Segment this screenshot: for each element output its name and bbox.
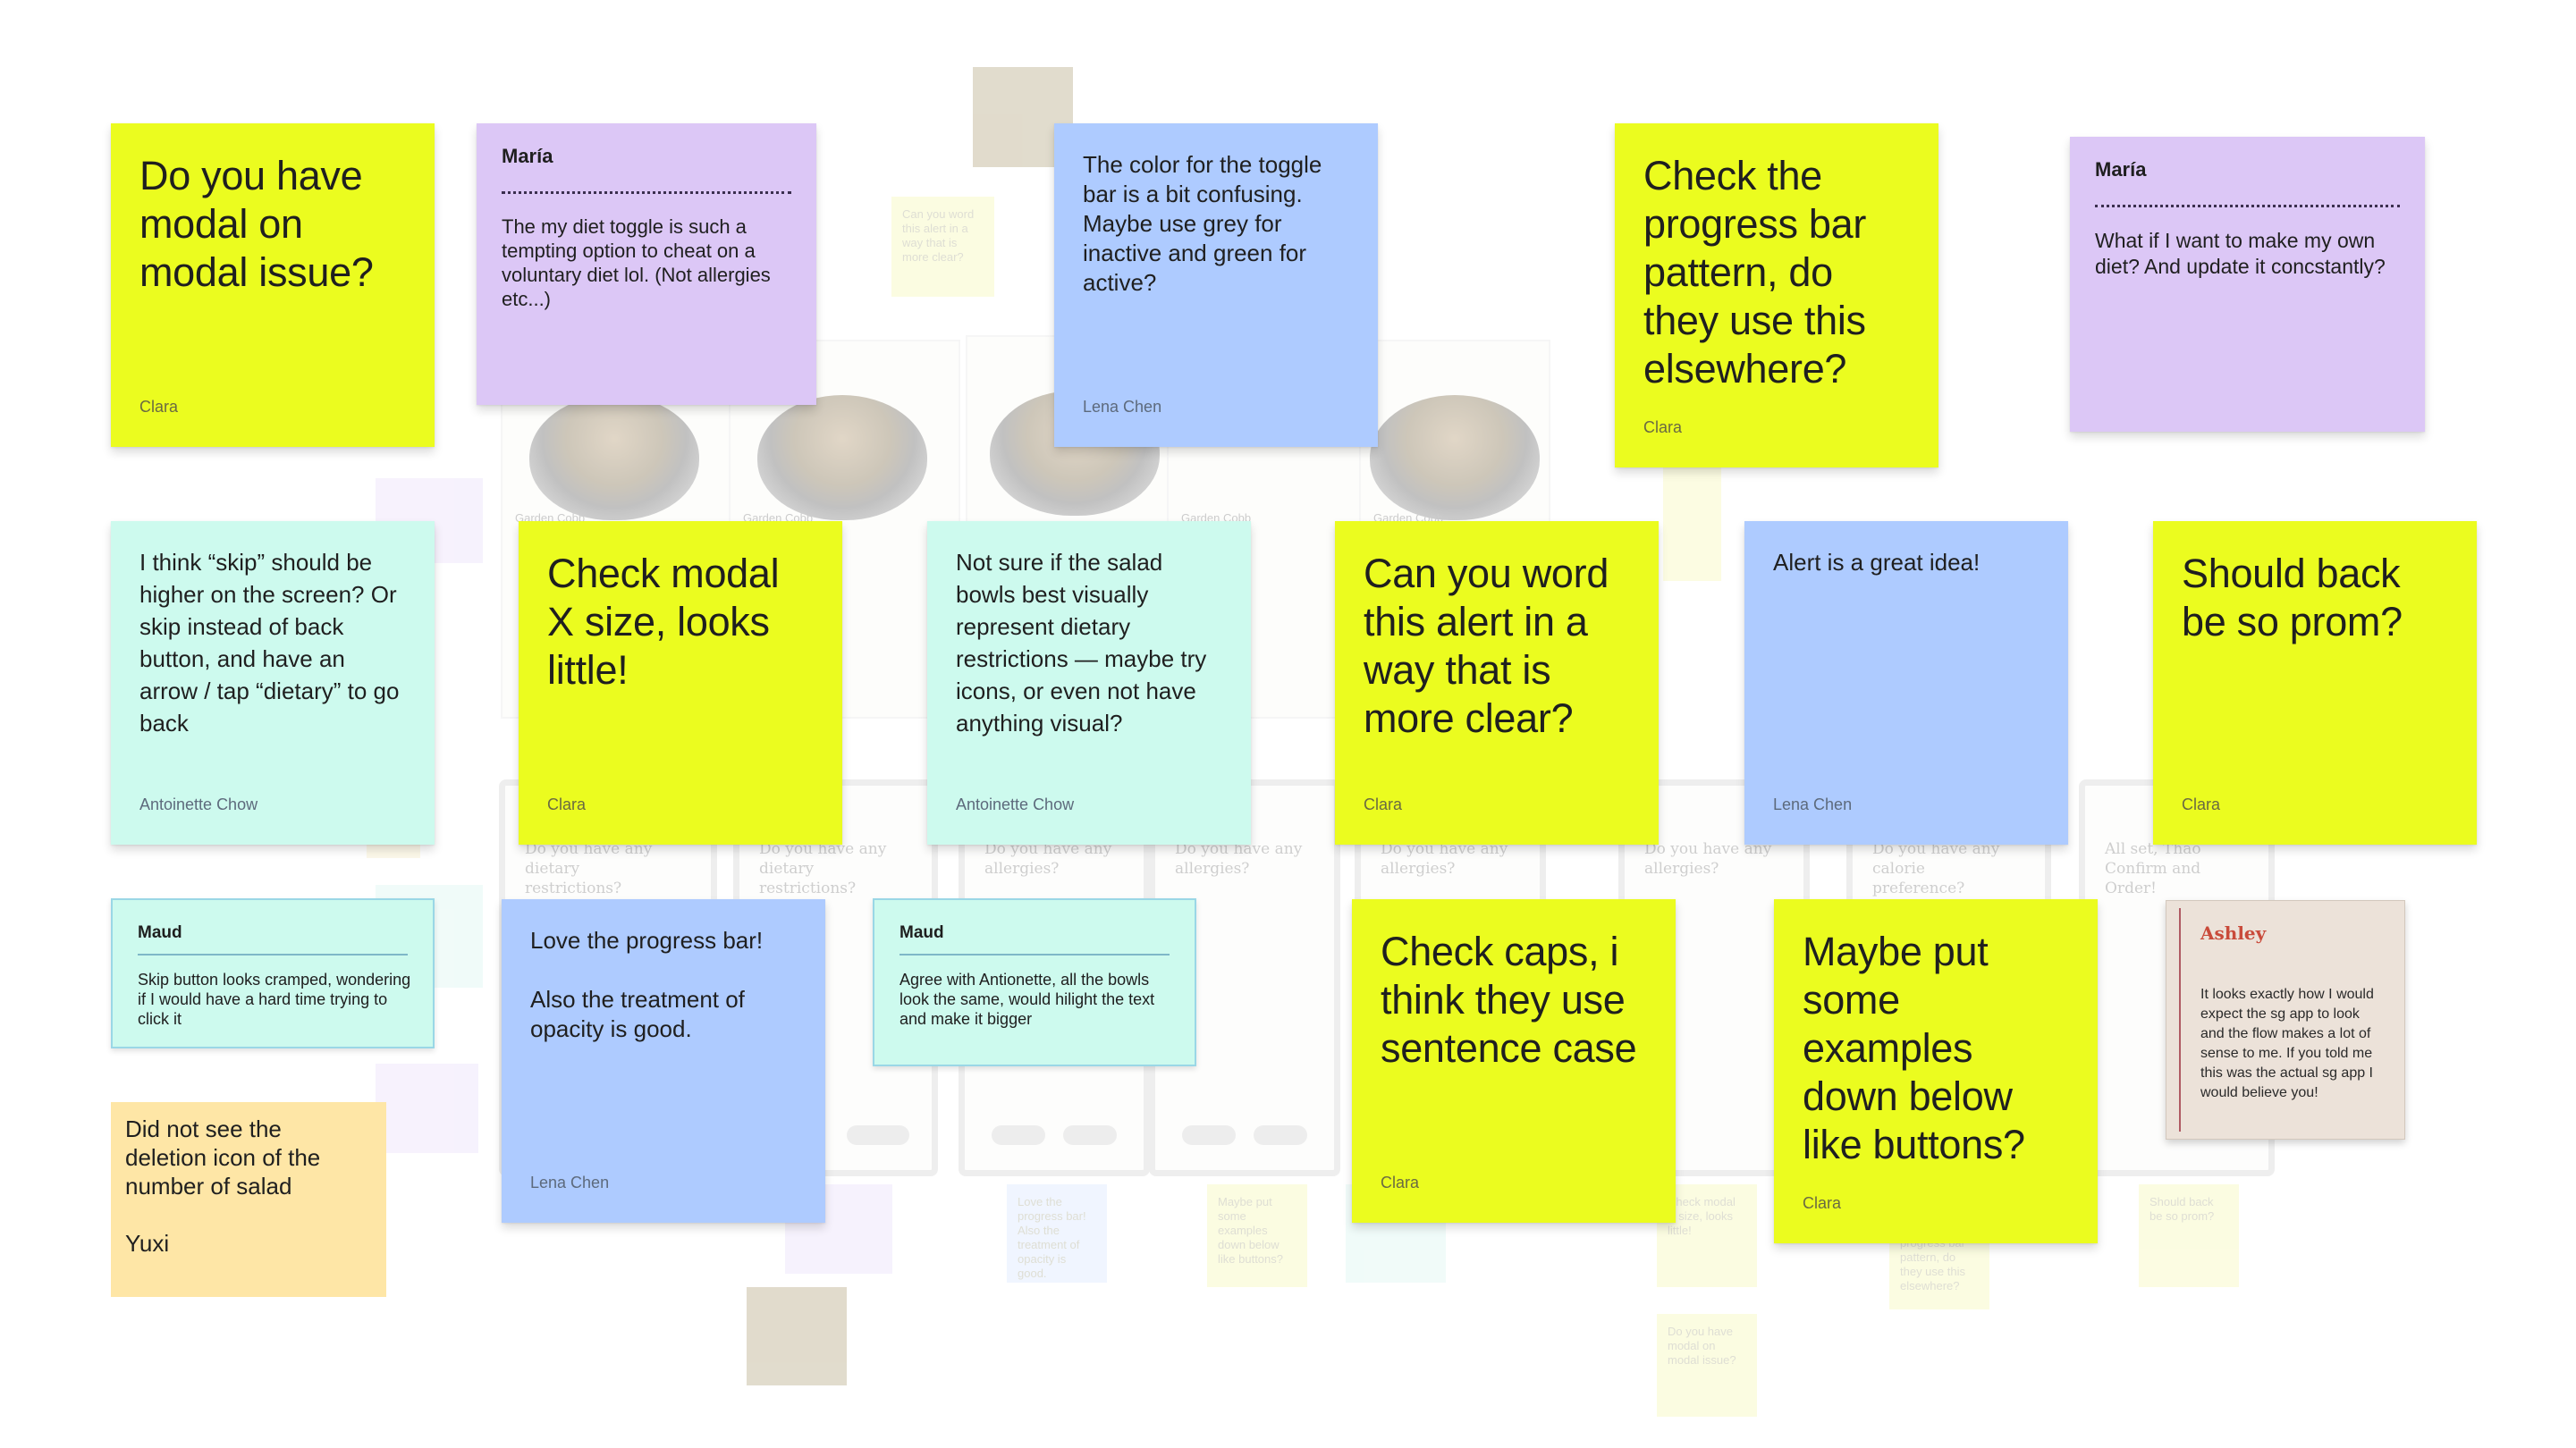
sticky-note-author: Clara [547,796,587,813]
sticky-note-name: María [2095,158,2147,181]
sticky-note-back-prominence[interactable]: Should back be so prom? Clara [2153,521,2477,845]
sticky-note-salad-bowls-visual[interactable]: Not sure if the salad bowls best visuall… [927,521,1251,845]
sticky-note-text: Check caps, i think they use sentence ca… [1381,929,1637,1071]
sticky-note-toggle-color[interactable]: The color for the toggle bar is a bit co… [1054,123,1378,447]
bg-sticky: Love the progress bar! Also the treatmen… [1007,1184,1107,1283]
sticky-note-text: Skip button looks cramped, wondering if … [138,971,411,1028]
sticky-note-text: Check the progress bar pattern, do they … [1643,153,1867,391]
sticky-note-modal-x-size[interactable]: Check modal X size, looks little! Clara [519,521,842,845]
sticky-note-author: Lena Chen [530,1174,610,1191]
sticky-note-text: Check modal X size, looks little! [547,551,780,693]
sticky-note-name: Maud [899,923,944,942]
notebook-margin-line [2179,908,2181,1132]
sticky-note-text: The my diet toggle is such a tempting op… [502,215,771,310]
sticky-note-text: Did not see the deletion icon of the num… [125,1115,321,1257]
bg-sticky [1663,465,1721,581]
sticky-note-check-caps[interactable]: Check caps, i think they use sentence ca… [1352,899,1676,1223]
sticky-note-text: Not sure if the salad bowls best visuall… [956,549,1207,737]
sticky-note-modal-on-modal[interactable]: Do you have modal on modal issue? Clara [111,123,435,447]
bg-sticky: Can you word this alert in a way that is… [891,197,994,297]
sticky-note-author: Clara [1803,1194,1842,1212]
sticky-note-alert-wording[interactable]: Can you word this alert in a way that is… [1335,521,1659,845]
sticky-note-author: Clara [1643,418,1683,436]
sticky-note-name: María [502,145,553,167]
sticky-note-skip-position[interactable]: I think “skip” should be higher on the s… [111,521,435,845]
sticky-note-author: Clara [1381,1174,1420,1191]
sticky-note-text: Alert is a great idea! [1773,549,1981,576]
sticky-note-author: Antoinette Chow [139,796,258,813]
bg-sticky [376,1064,478,1153]
bg-phone-screen: Do you have any allergies? [1149,779,1340,1176]
bg-sticky: Do you have modal on modal issue? [1657,1314,1757,1417]
sticky-note-author: Antoinette Chow [956,796,1075,813]
sticky-note-author: Clara [139,398,179,416]
sticky-note-maria-diet-toggle[interactable]: María The my diet toggle is such a tempt… [477,123,816,405]
sticky-note-progress-bar-love[interactable]: Love the progress bar! Also the treatmen… [502,899,825,1223]
sticky-note-text: Should back be so prom? [2182,551,2403,644]
sticky-note-name: Ashley [2200,922,2267,944]
sticky-note-text: Do you have modal on modal issue? [139,153,374,295]
sticky-note-deletion-icon[interactable]: Did not see the deletion icon of the num… [111,1102,386,1297]
sticky-note-text: Maybe put some examples down below like … [1803,929,2025,1167]
sticky-note-text: It looks exactly how I would expect the … [2200,987,2374,1100]
sticky-note-name: Maud [138,923,182,942]
sticky-note-author: Lena Chen [1773,796,1853,813]
bg-sticky: Should back be so prom? [2139,1184,2239,1287]
bg-sticky: Maybe put some examples down below like … [1207,1184,1307,1287]
sticky-note-maud-bowls-same[interactable]: Maud Agree with Antionette, all the bowl… [873,898,1196,1066]
sticky-note-ashley-feedback[interactable]: Ashley It looks exactly how I would expe… [2166,900,2405,1140]
sticky-note-divider [502,191,791,194]
sticky-note-text: The color for the toggle bar is a bit co… [1083,151,1322,296]
sticky-note-progress-bar-pattern[interactable]: Check the progress bar pattern, do they … [1615,123,1938,467]
sticky-note-author: Clara [2182,796,2221,813]
sticky-note-divider [2095,205,2400,207]
sticky-note-text: Can you word this alert in a way that is… [1364,551,1609,741]
sticky-note-text: Agree with Antionette, all the bowls loo… [899,971,1155,1028]
sticky-note-text: Love the progress bar! Also the treatmen… [530,927,764,1042]
sticky-note-author: Clara [1364,796,1403,813]
sticky-note-author: Lena Chen [1083,398,1162,416]
bg-sticky [747,1287,847,1385]
sticky-note-maud-skip-cramped[interactable]: Maud Skip button looks cramped, wonderin… [111,898,435,1048]
sticky-note-examples-buttons[interactable]: Maybe put some examples down below like … [1774,899,2098,1243]
sticky-note-divider [138,954,408,956]
sticky-note-alert-great[interactable]: Alert is a great idea! Lena Chen [1744,521,2068,845]
sticky-note-maria-own-diet[interactable]: María What if I want to make my own diet… [2070,137,2425,432]
sticky-note-text: What if I want to make my own diet? And … [2095,229,2386,278]
sticky-note-text: I think “skip” should be higher on the s… [139,549,400,737]
sticky-note-divider [899,954,1170,956]
